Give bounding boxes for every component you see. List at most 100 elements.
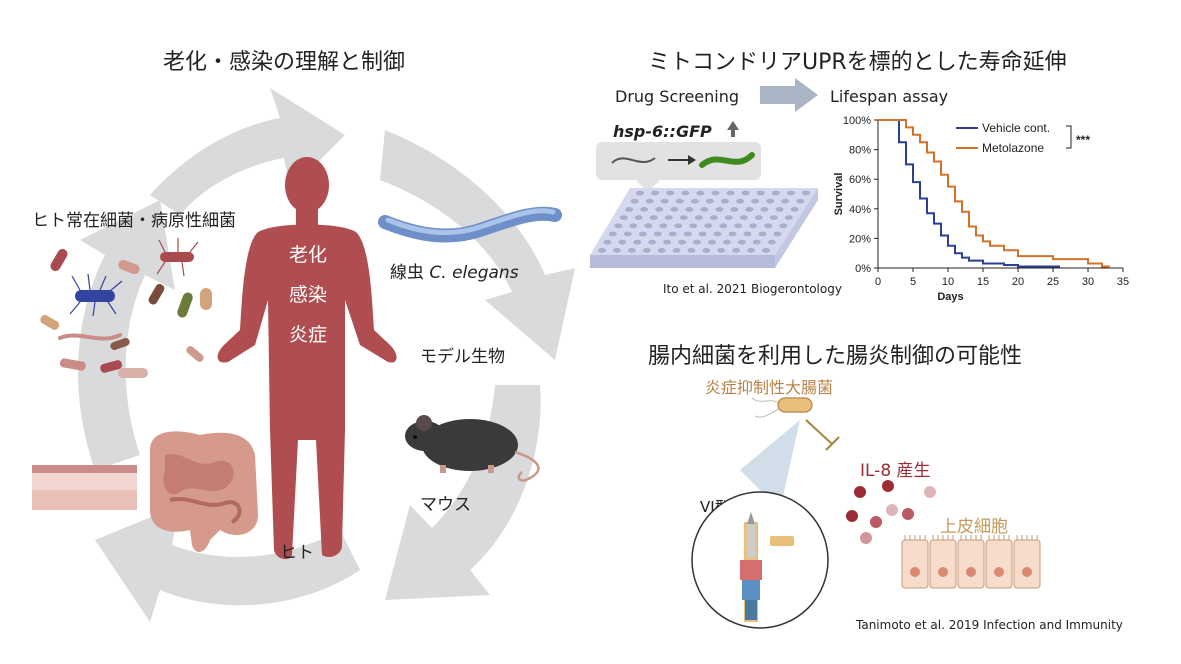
- plate-well: [762, 248, 770, 253]
- mouse-label: マウス: [420, 495, 471, 515]
- plate-well: [796, 198, 805, 204]
- plate-well: [649, 215, 658, 221]
- microplate-side: [590, 255, 775, 268]
- worm-label: 線虫: [390, 263, 424, 283]
- y-tick-label: 100%: [843, 115, 871, 127]
- x-tick-label: 0: [875, 276, 881, 288]
- x-tick-label: 15: [977, 276, 989, 288]
- plate-well: [704, 223, 713, 229]
- y-axis-label: Survival: [833, 173, 845, 216]
- worm-species: C. elegans: [429, 263, 519, 283]
- plate-well: [737, 239, 746, 245]
- body-word-inflammation: 炎症: [288, 324, 327, 346]
- plate-well: [694, 215, 703, 221]
- x-tick-label: 10: [942, 276, 954, 288]
- intestine-illustration: [150, 431, 258, 552]
- drug-screening-label: Drug Screening: [615, 87, 740, 106]
- plate-well: [784, 215, 793, 221]
- plate-well: [771, 190, 780, 196]
- plate-well: [760, 207, 769, 212]
- plate-well: [664, 215, 673, 221]
- plate-well: [741, 190, 750, 196]
- plate-well: [728, 231, 737, 237]
- plate-well: [655, 207, 664, 212]
- x-tick-label: 30: [1082, 276, 1094, 288]
- plate-well: [756, 190, 765, 196]
- plate-well: [743, 231, 752, 237]
- y-tick-label: 20%: [849, 233, 871, 245]
- top-right-title: ミトコンドリアUPRを標的とした寿命延伸: [648, 50, 1067, 75]
- plate-well: [747, 248, 756, 253]
- plate-well: [751, 198, 760, 204]
- plate-well: [678, 239, 687, 245]
- lifespan-assay-label: Lifespan assay: [830, 87, 949, 106]
- plate-well: [730, 207, 739, 212]
- x-tick-label: 20: [1012, 276, 1024, 288]
- plate-well: [766, 198, 775, 204]
- tissue-strip: [32, 465, 137, 510]
- secretion-system-label: VI型分泌装置: [700, 498, 790, 516]
- plate-well: [745, 207, 754, 212]
- plate-well: [612, 248, 621, 253]
- plate-well: [683, 231, 692, 237]
- microbes-cluster: [40, 238, 212, 378]
- tanimoto-citation: Tanimoto et al. 2019 Infection and Immun…: [856, 618, 1123, 632]
- microplate-top: [590, 188, 818, 255]
- plate-well: [651, 190, 660, 196]
- hcp-label: Hcp: [768, 548, 798, 566]
- plate-well: [642, 248, 651, 253]
- plate-well: [685, 207, 694, 212]
- plate-well: [713, 231, 722, 237]
- plate-well: [786, 190, 795, 196]
- series-line-1: [878, 119, 1110, 268]
- process-arrow: [760, 78, 818, 112]
- plate-well: [709, 215, 718, 221]
- plate-well: [700, 207, 709, 212]
- ito-citation: Ito et al. 2021 Biogerontology: [663, 282, 842, 296]
- body-word-aging: 老化: [288, 244, 327, 266]
- plate-well: [790, 207, 799, 212]
- plate-well: [618, 239, 627, 245]
- plate-well: [711, 190, 720, 196]
- cycle-arrow-right-top: [380, 130, 575, 360]
- plate-well: [702, 248, 711, 253]
- plate-well: [681, 190, 690, 196]
- plate-well: [707, 239, 716, 245]
- plate-well: [614, 223, 623, 229]
- worm-after: [699, 152, 755, 168]
- plate-well: [608, 231, 617, 237]
- plate-well: [668, 231, 677, 237]
- plate-well: [739, 215, 748, 221]
- plate-well: [634, 215, 643, 221]
- plate-well: [679, 215, 688, 221]
- plate-well: [659, 223, 668, 229]
- x-tick-label: 5: [910, 276, 916, 288]
- plate-well: [598, 248, 606, 253]
- plate-well: [638, 231, 647, 237]
- plate-well: [736, 198, 745, 204]
- plate-well: [623, 231, 632, 237]
- il8-label: IL-8 産生: [860, 461, 931, 481]
- plate-well: [690, 198, 699, 204]
- human-body-illustration: [217, 157, 397, 560]
- plate-well: [779, 223, 788, 229]
- plate-well: [644, 223, 653, 229]
- plate-well: [653, 231, 662, 237]
- gfp-up-arrow: [727, 121, 739, 137]
- plate-well: [802, 190, 810, 196]
- plate-well: [619, 215, 628, 221]
- plate-well: [767, 239, 776, 245]
- plate-well: [696, 190, 705, 196]
- worm-label-block: 線虫 C. elegans: [390, 258, 519, 283]
- plate-well: [689, 223, 698, 229]
- plate-well: [722, 239, 731, 245]
- plate-well: [764, 223, 773, 229]
- x-tick-label: 35: [1117, 276, 1129, 288]
- plate-well: [660, 198, 669, 204]
- x-axis-label: Days: [937, 291, 963, 303]
- x-tick-label: 25: [1047, 276, 1059, 288]
